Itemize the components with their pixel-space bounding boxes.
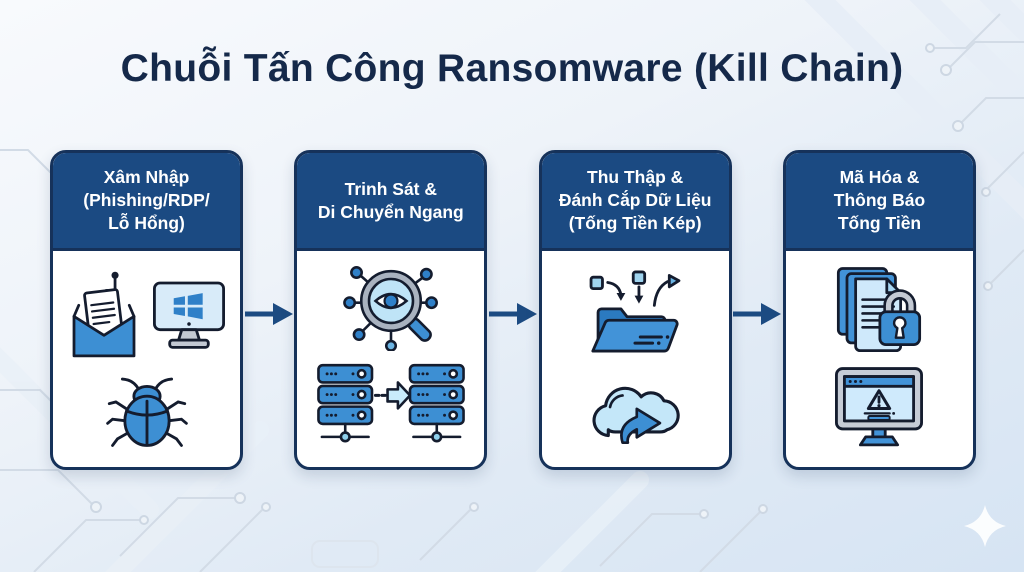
- sparkle-decoration: [964, 505, 1006, 547]
- stage-label: Mã Hóa & Thông Báo Tống Tiền: [833, 167, 926, 233]
- stage-header: Xâm Nhập (Phishing/RDP/ Lỗ Hổng): [53, 153, 240, 251]
- folder-data-collection-icon: [589, 270, 681, 353]
- stage-header: Thu Thập & Đánh Cắp Dữ Liệu (Tống Tiền K…: [541, 153, 729, 251]
- stage-header: Trinh Sát & Di Chuyển Ngang: [297, 153, 485, 251]
- network-recon-magnifier-eye-icon: [342, 266, 438, 352]
- encrypted-documents-lock-icon: [837, 266, 922, 352]
- stage-label: Trinh Sát & Di Chuyển Ngang: [317, 178, 464, 222]
- stage-label: Xâm Nhập (Phishing/RDP/ Lỗ Hổng): [83, 167, 210, 233]
- ransom-note-monitor-icon: [835, 367, 924, 447]
- cloud-exfiltration-icon: [592, 386, 680, 444]
- stage-label: Thu Thập & Đánh Cắp Dữ Liệu (Tống Tiền K…: [558, 167, 712, 233]
- stage-body: [297, 251, 484, 467]
- stage-card-initial-access: Xâm Nhập (Phishing/RDP/ Lỗ Hổng): [50, 150, 243, 470]
- flow-arrow: [732, 300, 783, 328]
- stage-body: [542, 251, 729, 467]
- stage-body: [53, 251, 240, 467]
- stage-card-encryption-ransom: Mã Hóa & Thông Báo Tống Tiền: [782, 150, 976, 470]
- stage-card-collection-exfiltration: Thu Thập & Đánh Cắp Dữ Liệu (Tống Tiền K…: [538, 150, 732, 470]
- kill-chain-flow: Xâm Nhập (Phishing/RDP/ Lỗ Hổng): [50, 150, 976, 470]
- stage-card-recon-lateral: Trinh Sát & Di Chuyển Ngang: [294, 150, 488, 470]
- icon-row: [66, 269, 228, 359]
- rdp-windows-monitor-icon: [152, 281, 225, 349]
- right-arrow-icon: [244, 303, 293, 325]
- phishing-email-hook-icon: [72, 271, 135, 358]
- flow-arrow: [243, 300, 294, 328]
- page-title: Chuỗi Tấn Công Ransomware (Kill Chain): [120, 47, 904, 90]
- stage-body: [786, 251, 973, 467]
- server-lateral-movement-icon: [316, 363, 465, 443]
- right-arrow-icon: [733, 303, 782, 325]
- flow-arrow: [487, 300, 538, 328]
- bug-vulnerability-icon: [105, 377, 188, 447]
- right-arrow-icon: [488, 303, 537, 325]
- stage-header: Mã Hóa & Thông Báo Tống Tiền: [785, 153, 973, 251]
